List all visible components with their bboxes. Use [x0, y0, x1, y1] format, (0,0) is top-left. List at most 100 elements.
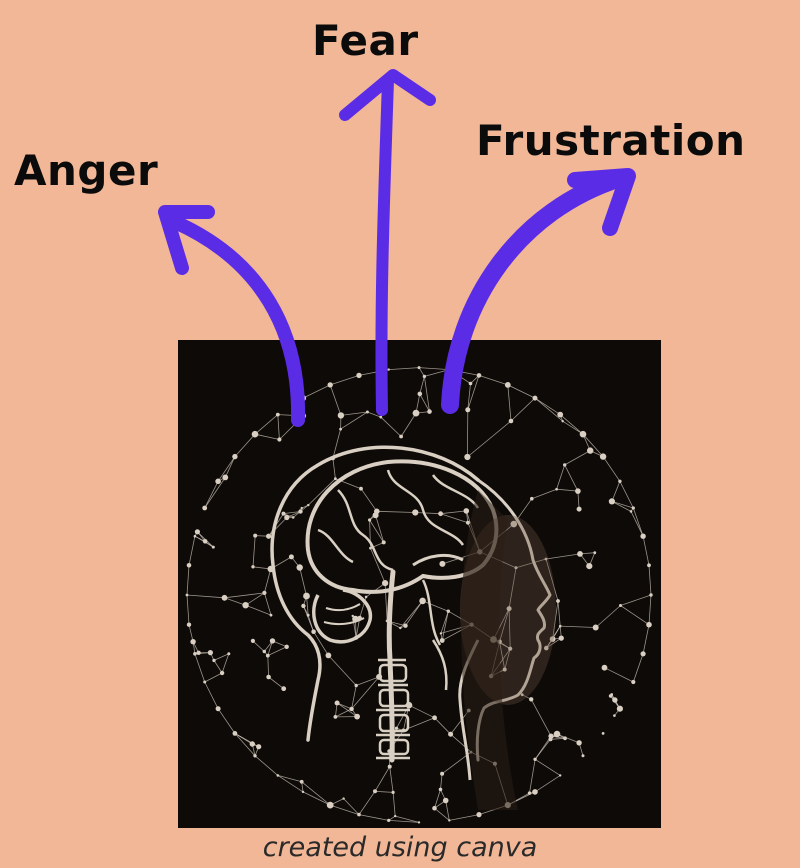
network-line [245, 592, 265, 606]
network-node [646, 621, 652, 628]
network-node [275, 412, 280, 417]
network-node [557, 411, 564, 418]
network-node [399, 626, 402, 630]
network-node [446, 609, 450, 613]
network-node [608, 498, 615, 505]
network-node [438, 511, 443, 517]
network-node [601, 664, 608, 671]
network-line [217, 708, 236, 734]
network-line [419, 393, 430, 412]
network-line [313, 631, 329, 656]
network-line [351, 685, 357, 709]
network-node [193, 652, 197, 656]
network-node [202, 505, 208, 511]
network-node [432, 715, 437, 721]
network-line [332, 428, 341, 459]
network-line [375, 515, 385, 543]
network-node [476, 812, 482, 818]
network-line [449, 814, 480, 821]
network-line [224, 597, 246, 606]
network-node [193, 534, 197, 538]
network-node [301, 603, 306, 609]
network-line [283, 511, 301, 514]
network-node [364, 595, 368, 599]
network-node [374, 508, 380, 515]
network-node [640, 651, 646, 657]
network-node [587, 447, 594, 454]
network-line [389, 766, 394, 793]
network-node [296, 564, 303, 571]
network-line [380, 416, 402, 437]
network-node [432, 805, 437, 811]
network-node [291, 516, 295, 519]
network-line [508, 567, 517, 609]
network-node [203, 680, 207, 684]
network-node [250, 638, 255, 643]
network-node [354, 713, 360, 720]
network-line [467, 420, 512, 458]
network-line [360, 488, 378, 512]
network-node [227, 652, 231, 656]
network-line [642, 624, 650, 654]
network-node [185, 593, 189, 597]
network-node [417, 821, 421, 824]
network-node [251, 430, 259, 438]
network-line [340, 411, 368, 430]
network-line [277, 775, 304, 793]
network-line [343, 798, 360, 815]
network-line [508, 608, 511, 649]
network-line [400, 412, 417, 437]
network-node [579, 430, 587, 438]
network-node [300, 506, 303, 510]
network-node [266, 533, 272, 539]
network-node [269, 613, 273, 617]
network-line [556, 464, 566, 490]
network-line [648, 594, 652, 625]
network-line [534, 775, 561, 793]
network-line [648, 565, 652, 596]
network-node [301, 790, 305, 794]
network-node [299, 779, 304, 784]
network-node [365, 410, 369, 414]
network-line [356, 676, 380, 686]
network-line [440, 773, 443, 790]
network-line [424, 376, 430, 412]
network-node [394, 814, 397, 818]
network-node [359, 486, 363, 491]
network-line [440, 611, 449, 634]
network-line [217, 456, 236, 482]
network-node [504, 382, 511, 388]
network-node [476, 373, 482, 378]
brain-network-photo [178, 340, 661, 828]
network-line [268, 676, 284, 690]
network-node [202, 539, 208, 544]
network-node [586, 563, 593, 570]
network-line [204, 672, 223, 683]
network-line [534, 758, 561, 776]
network-line [204, 481, 219, 509]
network-line [358, 814, 389, 821]
network-line [405, 600, 423, 626]
network-node [269, 638, 276, 644]
network-line [234, 433, 256, 457]
network-node [412, 509, 419, 516]
network-node [219, 670, 225, 676]
network-line [277, 775, 302, 783]
network-node [419, 597, 426, 605]
network-line [395, 815, 420, 823]
network-line [550, 737, 566, 740]
network-node [333, 715, 338, 719]
network-node [575, 488, 581, 494]
network-line [630, 511, 644, 537]
network-node [427, 409, 432, 414]
network-line [204, 477, 226, 509]
network-node [544, 557, 548, 561]
network-node [532, 789, 538, 795]
network-line [577, 491, 580, 510]
network-node [298, 509, 303, 514]
network-node [610, 693, 614, 696]
network-line [308, 478, 336, 506]
network-node [399, 434, 403, 439]
network-line [254, 755, 279, 776]
network-line [441, 611, 449, 641]
